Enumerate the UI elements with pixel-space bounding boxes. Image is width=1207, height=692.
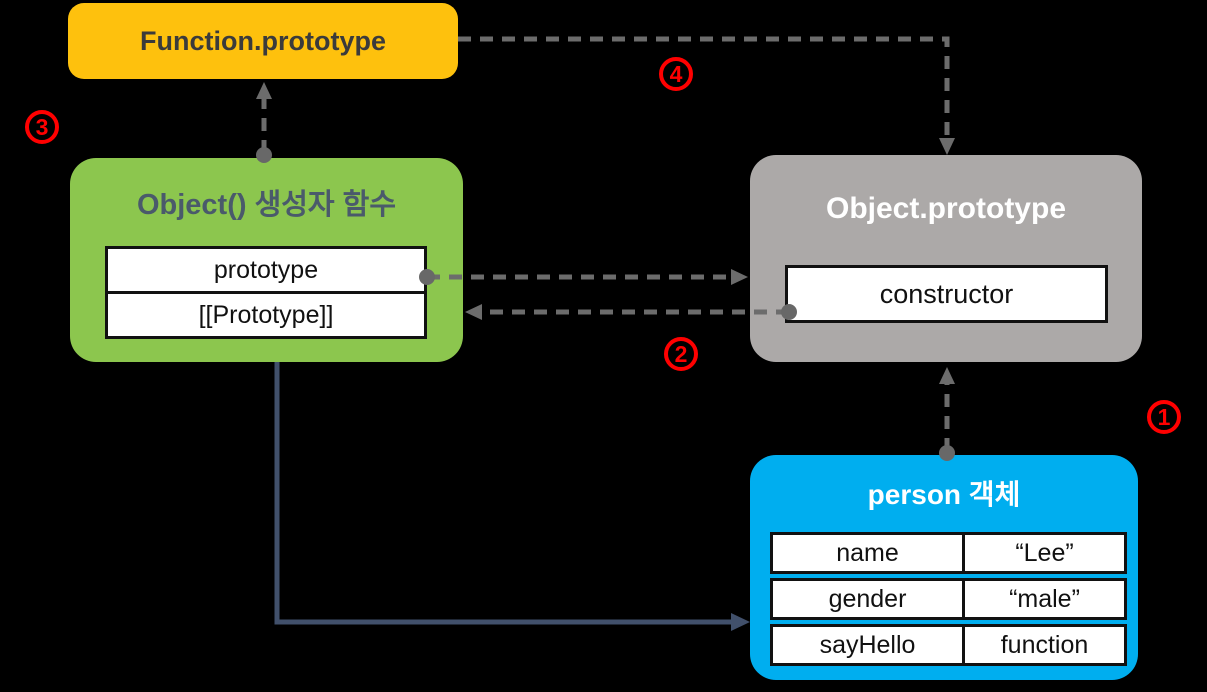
property-key: sayHello bbox=[773, 627, 965, 663]
object-constructor-box: Object() 생성자 함수 prototype [[Prototype]] bbox=[70, 158, 463, 362]
property-key: name bbox=[773, 535, 965, 571]
property-key: gender bbox=[773, 581, 965, 617]
person-object-box: person 객체 name “Lee” gender “male” sayHe… bbox=[750, 455, 1138, 680]
object-constructor-member-table: prototype [[Prototype]] bbox=[105, 246, 427, 339]
property-row-sayhello: sayHello function bbox=[770, 624, 1127, 666]
member-row-prototype: prototype bbox=[108, 249, 424, 291]
property-value: “male” bbox=[1009, 584, 1080, 613]
function-prototype-box: Function.prototype bbox=[68, 3, 458, 79]
property-value: function bbox=[1000, 630, 1089, 659]
object-prototype-title: Object.prototype bbox=[825, 192, 1066, 225]
person-property-table: name “Lee” gender “male” sayHello functi… bbox=[770, 532, 1127, 666]
member-row-internal-prototype: [[Prototype]] bbox=[108, 291, 424, 336]
person-object-title: person 객체 bbox=[867, 479, 1021, 510]
object-prototype-box: Object.prototype constructor bbox=[750, 155, 1142, 362]
property-row-name: name “Lee” bbox=[770, 532, 1127, 574]
step-1-badge: 1 bbox=[1147, 400, 1181, 434]
step-4-badge: 4 bbox=[659, 57, 693, 91]
dashed-arrow-function-prototype-to-object-prototype bbox=[458, 36, 955, 155]
property-row-gender: gender “male” bbox=[770, 578, 1127, 620]
property-value: “Lee” bbox=[1015, 538, 1074, 567]
step-2-badge: 2 bbox=[664, 337, 698, 371]
solid-arrow-ctor-creates-person bbox=[274, 362, 750, 631]
object-constructor-title: Object() 생성자 함수 bbox=[136, 189, 397, 221]
member-row-constructor: constructor bbox=[785, 265, 1108, 323]
function-prototype-title: Function.prototype bbox=[140, 25, 386, 56]
step-3-badge: 3 bbox=[25, 110, 59, 144]
